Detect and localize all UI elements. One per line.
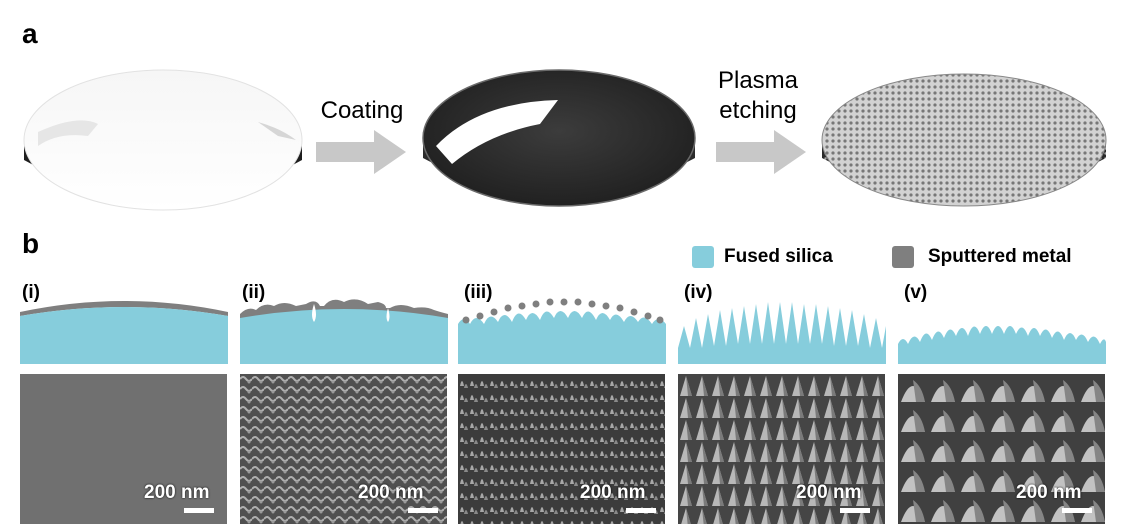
panel-b-letter: b: [22, 228, 40, 259]
etched-lens-image: [821, 73, 1107, 207]
scale-bar: [408, 508, 438, 513]
fused-silica-swatch: [692, 246, 714, 268]
arrow-icon: [316, 130, 406, 174]
column-label: (ii): [242, 282, 266, 303]
coated-lens-image: [422, 69, 696, 207]
column-label: (i): [22, 282, 40, 303]
column-label: (iii): [464, 282, 493, 303]
coating-label: Coating: [320, 97, 404, 124]
sputtered-metal-swatch: [892, 246, 914, 268]
scale-bar-label: 200 nm: [580, 482, 646, 503]
arrow-icon: [716, 130, 806, 174]
scale-bar-label: 200 nm: [796, 482, 862, 503]
bare-lens-image: [23, 69, 303, 211]
schematic-iv: [678, 302, 886, 364]
scale-bar-label: 200 nm: [144, 482, 210, 503]
column-label: (iv): [684, 282, 713, 303]
fused-silica-label: Fused silica: [724, 246, 833, 267]
sem-image-v: [898, 374, 1105, 524]
sem-image-ii: [240, 374, 447, 524]
scale-bar: [1062, 508, 1092, 513]
scale-bar-label: 200 nm: [1016, 482, 1082, 503]
scale-bar: [840, 508, 870, 513]
column-label: (v): [904, 282, 928, 303]
schematic-v: [898, 326, 1106, 364]
scale-bar-label: 200 nm: [358, 482, 424, 503]
sem-image-iv: [678, 374, 885, 524]
plasma-etching-label: Plasma etching: [717, 67, 799, 124]
scale-bar: [184, 508, 214, 513]
schematic-iii: [458, 298, 666, 364]
schematic-ii: [240, 299, 448, 364]
sem-image-iii: [458, 374, 665, 524]
scale-bar: [626, 508, 656, 513]
panel-a-letter: a: [22, 18, 38, 49]
schematic-i: [20, 301, 228, 364]
sem-image-i: [20, 374, 227, 524]
sputtered-metal-label: Sputtered metal: [928, 246, 1072, 267]
